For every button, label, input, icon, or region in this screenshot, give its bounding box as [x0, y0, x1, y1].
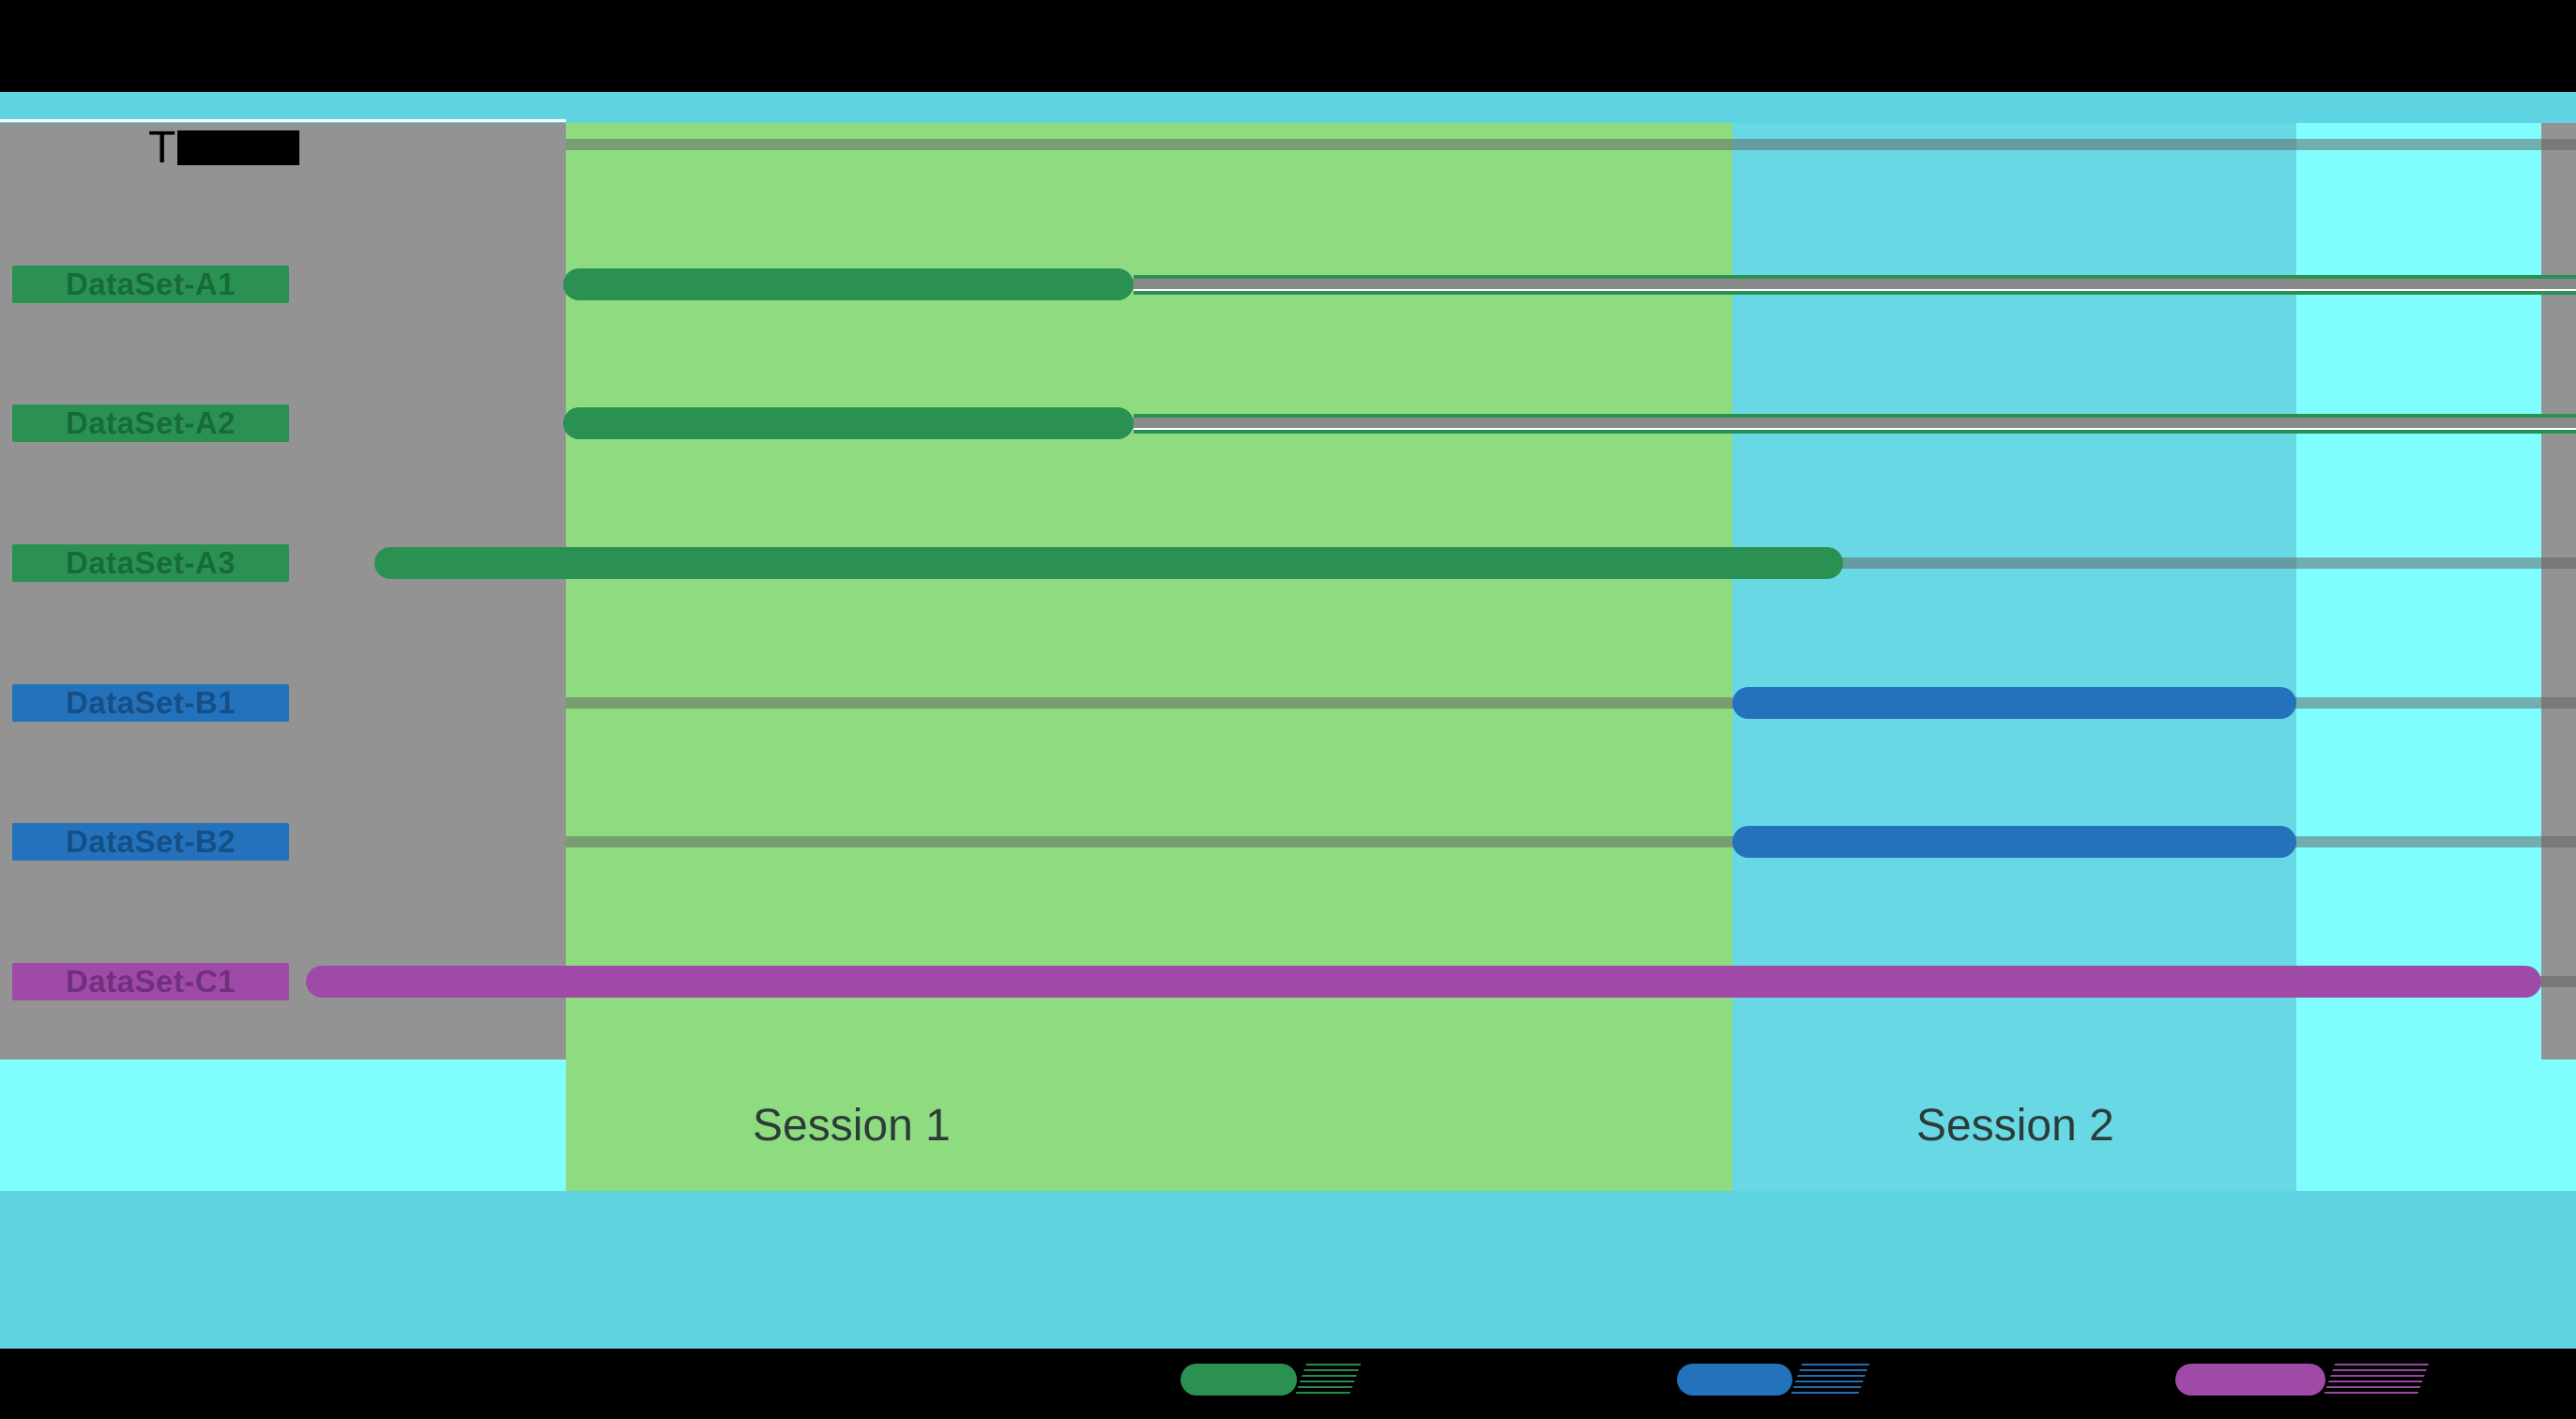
legend-redacted-label	[2323, 1364, 2430, 1396]
session-1-label: Session 1	[753, 1101, 951, 1151]
task-bar[interactable]	[306, 966, 2541, 999]
legend-pill	[2175, 1364, 2325, 1396]
task-bar[interactable]	[563, 407, 1134, 440]
bottom-divider-band	[0, 1191, 2576, 1349]
session2-band	[1732, 123, 2296, 1191]
post-session2-band	[2296, 123, 2541, 1191]
row-gridline	[566, 139, 2576, 150]
task-bar[interactable]	[1732, 686, 2296, 719]
top-divider-band	[0, 92, 2576, 123]
redaction-box	[177, 130, 300, 165]
task-label-chip[interactable]: DataSet-A1	[12, 265, 289, 303]
legend-redacted-label	[1790, 1364, 1870, 1396]
task-label-chip[interactable]: DataSet-A3	[12, 544, 289, 582]
bottom-right-corner-band	[2541, 1060, 2576, 1191]
session1-band	[566, 123, 1732, 1191]
task-bar[interactable]	[563, 267, 1134, 300]
legend-pill	[1677, 1364, 1792, 1396]
legend-pill	[1181, 1364, 1297, 1396]
task-label-chip[interactable]: DataSet-A2	[12, 404, 289, 443]
tasks-header-text: T	[148, 123, 176, 173]
tasks-column-header: T	[148, 122, 300, 174]
task-bar[interactable]	[374, 547, 1843, 579]
bottom-left-corner-band	[0, 1060, 566, 1191]
task-track-remainder	[1134, 414, 2576, 435]
task-bar[interactable]	[1732, 826, 2296, 859]
task-label-chip[interactable]: DataSet-C1	[12, 963, 289, 1001]
task-track-remainder	[1134, 274, 2576, 295]
task-label-chip[interactable]: DataSet-B2	[12, 823, 289, 862]
session-2-label: Session 2	[1916, 1101, 2114, 1151]
top-black-band	[0, 0, 2576, 92]
legend-redacted-label	[1294, 1364, 1362, 1396]
task-label-chip[interactable]: DataSet-B1	[12, 683, 289, 722]
header-hairline	[0, 119, 566, 122]
